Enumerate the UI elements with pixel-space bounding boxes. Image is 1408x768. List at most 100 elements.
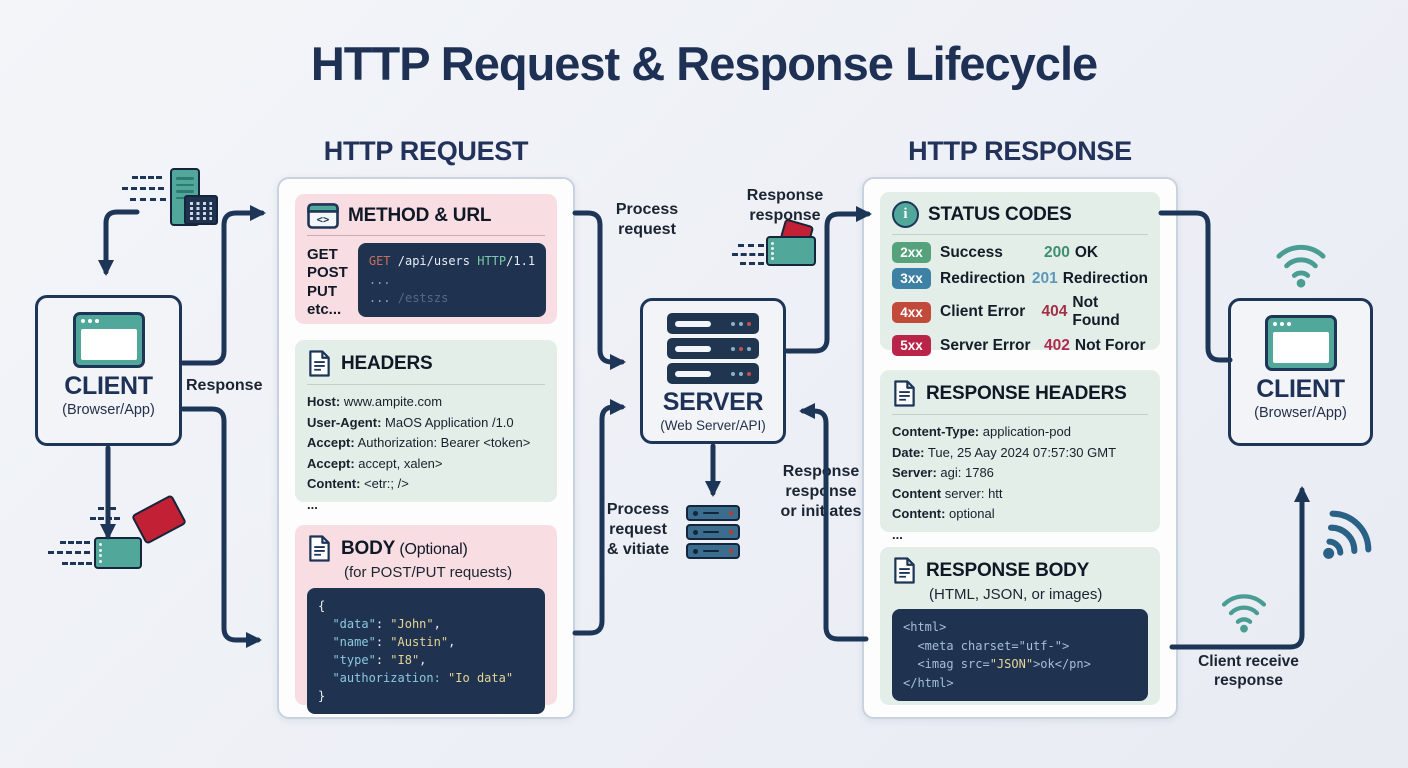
arrow-client-to-method-url	[180, 205, 266, 366]
code-line: {	[318, 599, 326, 613]
header-line: Server: agi: 1786	[892, 465, 994, 481]
header-line: Host: www.ampite.com	[307, 394, 443, 409]
status-class-label: Server Error	[940, 336, 1031, 354]
code-window-icon: <>	[307, 203, 339, 229]
client-left-title: CLIENT	[64, 372, 153, 400]
response-headers-title: RESPONSE HEADERS	[926, 382, 1127, 404]
header-line: Date: Tue, 25 Aay 2024 07:57:30 GMT	[892, 444, 1117, 460]
code-line: ... /estszs	[368, 291, 449, 306]
code-line: ...	[368, 272, 391, 287]
header-line: Content-Type: application-pod	[892, 424, 1071, 439]
response-sent-envelope-icon	[730, 218, 822, 274]
header-line: ...	[307, 496, 318, 512]
status-class-label: Client Error	[940, 303, 1026, 320]
wifi-icon-top	[1276, 244, 1326, 288]
status-badge: 2xx	[892, 242, 931, 263]
status-code-text: Not Found	[1072, 294, 1120, 329]
browser-icon	[1264, 315, 1337, 371]
method-url-card: <> METHOD & URL GET POST PUT etc... GET …	[295, 194, 557, 324]
status-code-text: OK	[1074, 243, 1099, 261]
header-line: Accept: accept, xalen>	[307, 455, 443, 471]
code-line: <imag src="JSON">ok</pn>	[903, 657, 1091, 672]
body-card: BODY (Optional) (for POST/PUT requests) …	[295, 525, 557, 714]
code-line: <html>	[903, 620, 947, 634]
document-icon	[894, 557, 915, 584]
document-icon	[309, 350, 330, 377]
label-client-receive: Client receive response	[1198, 653, 1299, 690]
page-title: HTTP Request & Response Lifecycle	[0, 36, 1408, 91]
header-line: Content: <etr:; />	[307, 476, 409, 492]
status-badge: 3xx	[892, 268, 931, 289]
header-line: Accept: Authorization: Bearer <token>	[307, 435, 531, 451]
svg-text:<>: <>	[317, 214, 330, 226]
wifi-icon-navy	[1323, 510, 1372, 559]
document-icon	[309, 535, 330, 562]
code-line: GET /api/users HTTP/1.1	[368, 254, 536, 268]
client-left-box: CLIENT (Browser/App)	[35, 295, 182, 446]
code-line: "data": "John",	[332, 617, 441, 631]
status-code-text: Not Foror	[1074, 336, 1146, 354]
status-code-number: 201	[1031, 269, 1058, 287]
divider	[892, 234, 1148, 235]
status-codes-title: STATUS CODES	[928, 203, 1072, 225]
server-box: SERVER (Web Server/API)	[640, 298, 786, 444]
body-title: BODY (Optional)	[341, 537, 468, 559]
code-line: "name": "Austin",	[332, 635, 456, 649]
body-subtitle: (for POST/PUT requests)	[344, 564, 513, 581]
response-body-subtitle: (HTML, JSON, or images)	[929, 586, 1103, 603]
column-title-request: HTTP REQUEST	[323, 136, 529, 166]
header-line: ...	[892, 526, 903, 542]
code-line: }	[318, 689, 326, 703]
headers-title: HEADERS	[341, 352, 433, 374]
client-right-title: CLIENT	[1256, 375, 1345, 403]
arrow-response-to-server-return	[799, 403, 869, 642]
page-title-tail: Lifecycle	[892, 37, 1098, 90]
sending-request-docs-icon	[118, 166, 220, 232]
status-code-number: 404	[1041, 303, 1068, 320]
request-line-code: GET /api/users HTTP/1.1... ... /estszs	[357, 243, 547, 317]
arrow-client-to-body	[180, 406, 262, 648]
status-badge: 5xx	[892, 335, 931, 356]
divider	[307, 384, 545, 385]
server-subtitle: (Web Server/API)	[660, 418, 766, 433]
divider	[307, 235, 545, 236]
body-header: BODY (Optional)	[307, 534, 545, 563]
server-title: SERVER	[662, 388, 764, 416]
status-code-text: Redirection	[1062, 269, 1148, 287]
headers-header: HEADERS	[307, 349, 545, 378]
request-body-code: { "data": "John", "name": "Austin", "typ…	[307, 588, 545, 714]
header-line: Content: optional	[892, 506, 995, 522]
method-url-header: <> METHOD & URL	[307, 203, 545, 229]
code-line: <meta charset="utf-">	[903, 638, 1070, 653]
page-title-main: HTTP Request & Response	[310, 37, 894, 90]
response-headers-header: RESPONSE HEADERS	[892, 379, 1148, 408]
document-icon	[894, 380, 915, 407]
label-response-initiates: Response response or initiates	[780, 463, 862, 520]
body-title-suffix: (Optional)	[395, 540, 468, 558]
label-response-response: Response response	[746, 187, 824, 224]
status-code-number: 200	[1044, 243, 1070, 261]
status-code-number: 402	[1044, 336, 1070, 354]
response-body-header: RESPONSE BODY	[892, 556, 1148, 585]
code-line: </html>	[903, 675, 954, 690]
wifi-icon-bottom	[1221, 594, 1267, 633]
code-line: "type": "I8",	[332, 653, 427, 667]
status-class-label: Success	[940, 243, 1003, 261]
label-response-left: Response	[186, 377, 263, 394]
divider	[892, 414, 1148, 415]
status-codes-header: i STATUS CODES	[892, 201, 1148, 228]
response-body-title: RESPONSE BODY	[926, 559, 1090, 581]
client-right-box: CLIENT (Browser/App)	[1228, 298, 1373, 446]
method-url-title: METHOD & URL	[348, 205, 492, 226]
client-left-subtitle: (Browser/App)	[62, 402, 155, 418]
code-line: "authorization: "Io data"	[332, 671, 514, 685]
